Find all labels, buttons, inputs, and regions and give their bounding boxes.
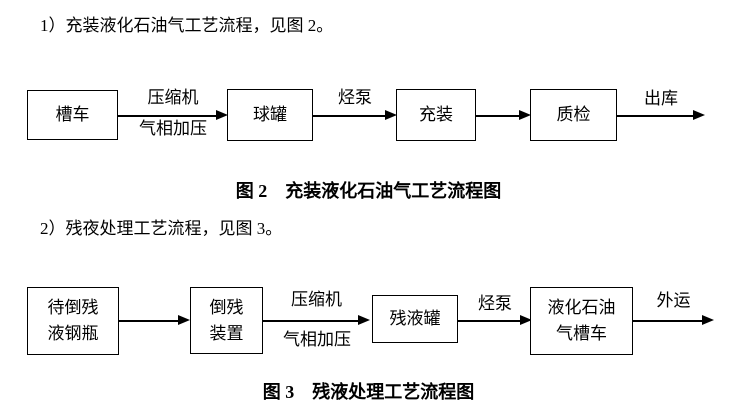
flow-box-quality-check: 质检 [530,89,617,141]
arrow-head [693,110,705,120]
arrow-head [216,110,228,120]
flow-arrow [119,315,190,326]
edge-label-gas-phase-pressurization: 气相加压 [283,330,351,349]
flow-arrow [617,110,705,121]
flow-arrow [458,315,532,326]
arrow-head [385,110,397,120]
arrow-shaft [476,114,521,117]
flow-arrow [476,110,531,121]
figure-3-caption: 图 3 残液处理工艺流程图 [262,382,475,402]
flow-box-residual-liquid-tank: 残液罐 [372,295,458,343]
flow-arrow [313,110,397,121]
paragraph-2: 2）残夜处理工艺流程，见图 3。 [40,219,283,238]
edge-label-compressor: 压缩机 [147,88,199,107]
arrow-shaft [633,319,704,322]
arrow-head [519,110,531,120]
arrow-shaft [313,114,387,117]
flow-arrow [263,315,370,326]
flow-box-tank-truck: 槽车 [27,90,118,140]
flow-box-spherical-tank: 球罐 [227,89,313,141]
edge-label-hydrocarbon-pump: 烃泵 [478,294,512,313]
edge-label-gas-phase-pressurization: 气相加压 [139,119,207,138]
edge-label-outbound-transport: 外运 [656,291,691,310]
flow-box-filling: 充装 [396,89,476,141]
flow-arrow [633,315,714,326]
flow-arrow [118,110,228,121]
arrow-head [702,315,714,325]
arrow-shaft [119,319,180,322]
paragraph-1: 1）充装液化石油气工艺流程，见图 2。 [40,16,334,35]
arrow-shaft [263,319,360,322]
flow-box-cylinders-awaiting-draining: 待倒残 液钢瓶 [27,287,119,355]
arrow-head [178,315,190,325]
flow-box-lpg-tank-truck: 液化石油 气槽车 [530,287,633,355]
edge-label-compressor: 压缩机 [291,290,342,309]
arrow-shaft [617,114,695,117]
edge-label-outbound: 出库 [644,89,678,108]
arrow-shaft [458,319,522,322]
edge-label-hydrocarbon-pump: 烃泵 [338,88,372,107]
arrow-head [358,315,370,325]
arrow-head [520,315,532,325]
arrow-shaft [118,114,218,117]
flow-box-draining-device: 倒残 装置 [190,287,263,354]
figure-2-caption: 图 2 充装液化石油气工艺流程图 [235,181,502,201]
